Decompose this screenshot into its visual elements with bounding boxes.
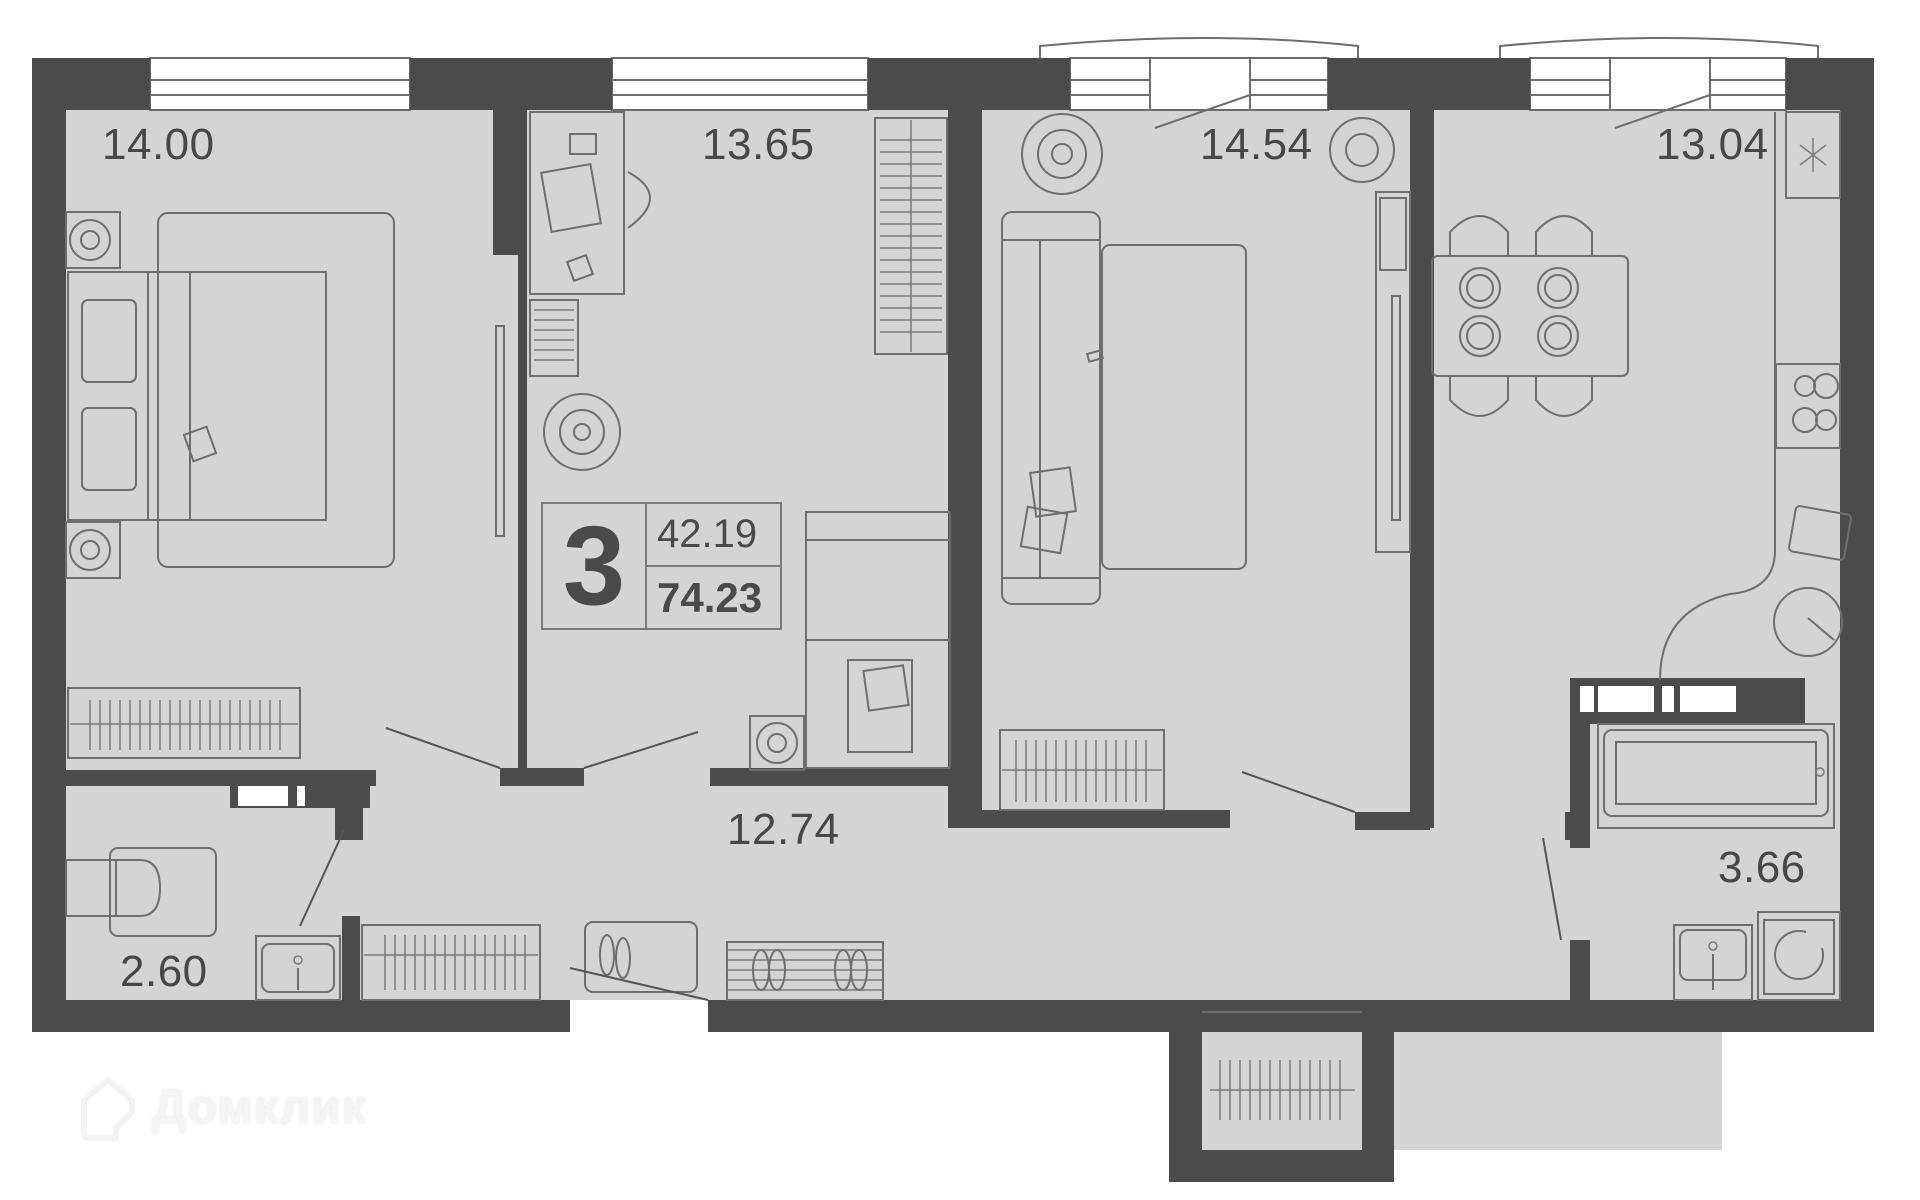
bed-icon [67,212,395,568]
nightstand-icon [65,211,121,579]
living-area: 42.19 [647,504,780,567]
single-bed-icon [805,511,951,769]
stove-icon [1775,363,1841,449]
room-area-living-room: 14.54 [1200,120,1313,169]
tv-icon [495,325,505,537]
vent-shafts [238,686,1736,806]
rooms-count: 3 [543,504,647,628]
plant-icon [543,393,621,471]
dining-table-icon [1431,215,1629,417]
hall-wardrobe-icon [361,924,541,1001]
washbasin-icon [255,935,341,1001]
total-area: 74.23 [657,573,763,621]
watermark-text: Домклик [152,1080,367,1134]
rug-icon [1101,244,1247,570]
desk-icon [529,111,651,295]
nightstand-icon [749,715,805,771]
apartment-summary-badge: 3 42.19 74.23 [541,502,782,630]
sink-icon [1773,587,1843,657]
watermark: Домклик [78,1072,367,1142]
washbasin-icon [1673,924,1753,1001]
room-area-kitchen: 13.04 [1656,120,1769,169]
room-area-study: 13.65 [702,120,815,169]
bathtub-icon [1597,723,1835,829]
room-area-toilet: 2.60 [120,947,208,996]
washing-machine-icon [1757,911,1841,1001]
bookshelf-icon [529,299,579,377]
balcony-wardrobe-icon [1202,1011,1362,1120]
room-area-bathroom: 3.66 [1718,843,1806,892]
sofa-icon [1001,211,1105,605]
doormat-icon [584,921,698,993]
house-logo-icon [81,1077,135,1141]
wardrobe-icon [67,687,301,759]
wardrobe-icon [874,117,948,355]
kitchen-counter-icon [1659,111,1841,681]
room-area-bedroom: 14.00 [102,120,215,169]
windows [149,37,1819,129]
shoe-rack-icon [726,941,884,1001]
tv-stand-icon [1375,191,1411,553]
room-area-hallway: 12.74 [727,805,840,854]
cutting-board-icon [1788,505,1852,561]
toilet-icon [65,847,217,937]
plant-icon [1021,113,1395,195]
wardrobe-icon [999,729,1165,811]
